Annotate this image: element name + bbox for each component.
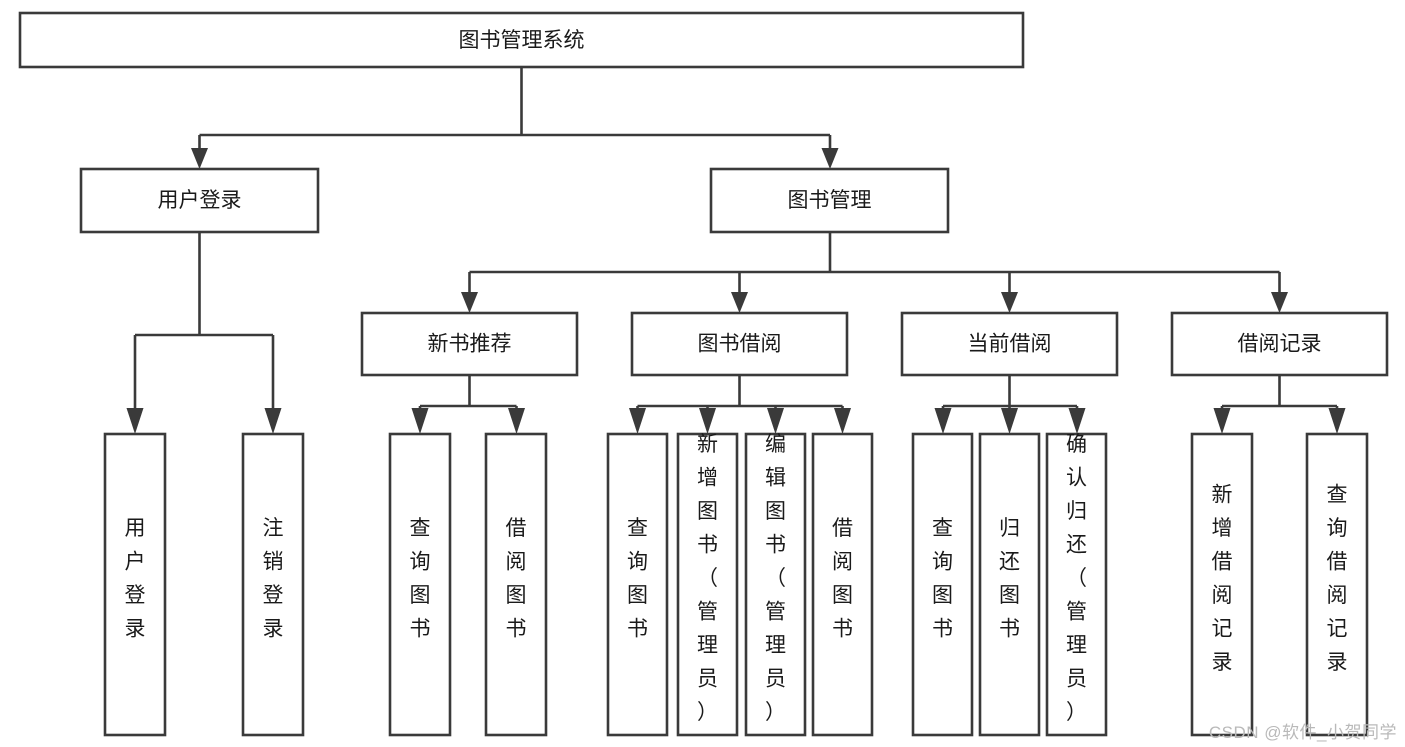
arrowhead-leaf-edit-book: [767, 408, 784, 434]
leaf-edit-book-label: 编辑图书（管理员）: [765, 433, 786, 724]
arrowhead-leaf-borrow-book-1: [508, 408, 525, 434]
leaf-query-book-1-box[interactable]: [388, 432, 452, 737]
book-borrow-box[interactable]: [630, 311, 849, 377]
leaf-node-borrow-book-1[interactable]: 借阅图书: [484, 432, 548, 737]
current-borrow-box[interactable]: [900, 311, 1119, 377]
arrowhead-user-login: [191, 148, 208, 169]
root-label: 图书管理系统: [459, 29, 585, 52]
arrowhead-leaf-confirm-return: [1068, 408, 1086, 434]
leaf-node-confirm-return[interactable]: 确认归还（管理员）: [1045, 432, 1108, 737]
leaf-borrow-book-1-box[interactable]: [484, 432, 548, 737]
csdn-watermark: CSDN @软件_小贺同学: [1208, 723, 1397, 742]
leaf-edit-book-box[interactable]: [744, 432, 807, 737]
leaf-borrow-book-1-label: 借阅图书: [506, 517, 527, 641]
leaf-add-book-box[interactable]: [676, 432, 739, 737]
leaf-node-query-book-2[interactable]: 查询图书: [606, 432, 669, 737]
book-management-label: 图书管理: [788, 189, 872, 212]
node-root[interactable]: 图书管理系统: [18, 11, 1025, 69]
leaf-node-logout-login[interactable]: 注销登录: [241, 432, 305, 737]
leaf-query-book-3-box[interactable]: [911, 432, 974, 737]
leaf-add-record-label: 新增借阅记录: [1212, 483, 1233, 674]
edges-group: [126, 67, 1346, 434]
leaf-node-add-book[interactable]: 新增图书（管理员）: [676, 432, 739, 737]
arrowhead-leaf-query-book-3: [934, 408, 952, 434]
borrow-record-box[interactable]: [1170, 311, 1389, 377]
arrowhead-leaf-query-book-1: [411, 408, 429, 434]
arrowhead-leaf-return-book: [1001, 408, 1018, 434]
user-login-box[interactable]: [79, 167, 320, 234]
leaf-user-login-label: 用户登录: [125, 517, 146, 641]
node-user-login[interactable]: 用户登录: [79, 167, 320, 234]
arrowhead-new-book: [461, 292, 478, 313]
leaf-query-record-box[interactable]: [1305, 432, 1369, 737]
arrowhead-leaf-user-login: [126, 408, 144, 434]
node-current-borrow[interactable]: 当前借阅: [900, 311, 1119, 377]
arrowhead-leaf-query-book-2: [629, 408, 646, 434]
leaf-node-edit-book[interactable]: 编辑图书（管理员）: [744, 432, 807, 737]
node-book-borrow[interactable]: 图书借阅: [630, 311, 849, 377]
leaf-add-book-label: 新增图书（管理员）: [697, 433, 718, 724]
leaf-query-record-label: 查询借阅记录: [1327, 483, 1348, 674]
arrowhead-borrow-record: [1271, 292, 1288, 313]
leaf-return-book-box[interactable]: [978, 432, 1041, 737]
leaf-add-record-box[interactable]: [1190, 432, 1254, 737]
arrowhead-leaf-borrow-book-2: [834, 408, 851, 434]
arrowhead-leaf-add-book: [699, 408, 716, 434]
arrowhead-leaf-logout-login: [264, 408, 282, 434]
arrowhead-leaf-query-record: [1328, 408, 1346, 434]
node-book-management[interactable]: 图书管理: [709, 167, 950, 234]
arrowhead-book-borrow: [731, 292, 748, 313]
leaf-node-query-record[interactable]: 查询借阅记录: [1305, 432, 1369, 737]
arrowhead-book-management: [821, 148, 839, 169]
leaf-query-book-2-box[interactable]: [606, 432, 669, 737]
leaf-user-login-box[interactable]: [103, 432, 167, 737]
user-login-label: 用户登录: [158, 189, 242, 212]
leaf-query-book-1-label: 查询图书: [410, 517, 431, 641]
leaf-node-user-login[interactable]: 用户登录: [103, 432, 167, 737]
leaf-node-borrow-book-2[interactable]: 借阅图书: [811, 432, 874, 737]
leaf-borrow-book-2-box[interactable]: [811, 432, 874, 737]
leaf-node-add-record[interactable]: 新增借阅记录: [1190, 432, 1254, 737]
borrow-record-label: 借阅记录: [1238, 333, 1322, 356]
current-borrow-label: 当前借阅: [968, 333, 1052, 356]
node-new-book-recommend[interactable]: 新书推荐: [360, 311, 579, 377]
leaf-node-return-book[interactable]: 归还图书: [978, 432, 1041, 737]
book-borrow-label: 图书借阅: [698, 333, 782, 356]
leaf-borrow-book-2-label: 借阅图书: [832, 517, 853, 641]
book-management-box[interactable]: [709, 167, 950, 234]
leaf-query-book-3-label: 查询图书: [932, 517, 953, 641]
root-box[interactable]: [18, 11, 1025, 69]
leaf-logout-login-label: 注销登录: [263, 517, 284, 641]
arrowhead-current-borrow: [1001, 292, 1018, 313]
leaf-node-query-book-1[interactable]: 查询图书: [388, 432, 452, 737]
node-borrow-record[interactable]: 借阅记录: [1170, 311, 1389, 377]
leaf-return-book-label: 归还图书: [999, 517, 1020, 641]
new-book-recommend-label: 新书推荐: [428, 333, 512, 356]
leaf-node-query-book-3[interactable]: 查询图书: [911, 432, 974, 737]
leaf-confirm-return-label: 确认归还（管理员）: [1066, 433, 1087, 724]
arrowhead-leaf-add-record: [1213, 408, 1231, 434]
leaf-confirm-return-box[interactable]: [1045, 432, 1108, 737]
new-book-recommend-box[interactable]: [360, 311, 579, 377]
leaf-logout-login-box[interactable]: [241, 432, 305, 737]
leaf-query-book-2-label: 查询图书: [627, 517, 648, 641]
